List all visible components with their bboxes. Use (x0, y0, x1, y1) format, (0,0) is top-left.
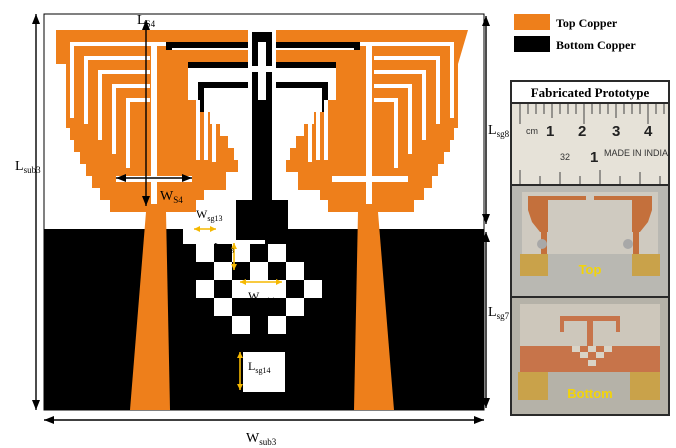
ground-dimension-arrows (194, 226, 282, 390)
photo-top-connector-right (632, 254, 660, 276)
photo-top-screw-right (623, 239, 633, 249)
label-ls4: LS4 (137, 13, 156, 29)
prototype-panel: Fabricated Prototype cm 1 2 3 (510, 80, 670, 416)
ruler-made-in: MADE IN INDIA (604, 148, 668, 158)
ruler (512, 104, 668, 184)
dimension-arrowheads (32, 14, 490, 424)
label-lsub3: Lsub3 (15, 159, 41, 175)
ruler-unit: cm (526, 126, 538, 136)
prototype-title-bg (512, 82, 668, 102)
label-lsg7: Lsg7 (488, 305, 510, 321)
right-patch-slots (308, 42, 454, 204)
label-ws4: WS4 (160, 189, 183, 205)
ruler-num-inch-1: 1 (590, 149, 598, 166)
photo-top-connector-left (520, 254, 548, 276)
legend-swatch-bottom-copper (514, 36, 550, 52)
ruler-num-3: 3 (612, 123, 620, 140)
ruler-ticks-bottom (519, 170, 661, 184)
ruler-num-32: 32 (560, 152, 570, 162)
photo-bottom-connector-right (630, 372, 660, 400)
photo-top-label: Top (579, 262, 602, 277)
legend-label-bottom-copper: Bottom Copper (556, 38, 636, 52)
prototype-title: Fabricated Prototype (531, 85, 650, 100)
label-wsub3: Wsub3 (246, 431, 277, 447)
photo-bottom-connector-left (518, 372, 548, 400)
ruler-num-1: 1 (546, 123, 554, 140)
dimension-arrows (35, 14, 487, 421)
ruler-num-4: 4 (644, 123, 653, 140)
legend-swatch-top-copper (514, 14, 550, 30)
label-wsg13: Wsg13 (196, 207, 222, 223)
label-lsg8: Lsg8 (488, 123, 510, 139)
photo-top-screw-left (537, 239, 547, 249)
left-patch-slots (70, 42, 216, 204)
legend: Top Copper Bottom Copper (514, 14, 636, 52)
label-wsg14: Wsg14 (248, 289, 274, 305)
photo-bottom-label: Bottom (567, 386, 613, 401)
legend-label-top-copper: Top Copper (556, 16, 618, 30)
ruler-ticks (519, 104, 665, 124)
stem-slot-bar (250, 66, 274, 72)
label-lsg14: Lsg14 (248, 359, 270, 375)
ruler-num-2: 2 (578, 123, 586, 140)
photo-bottom-defects (572, 346, 612, 366)
label-lsg13: Lsg13 (214, 241, 234, 255)
